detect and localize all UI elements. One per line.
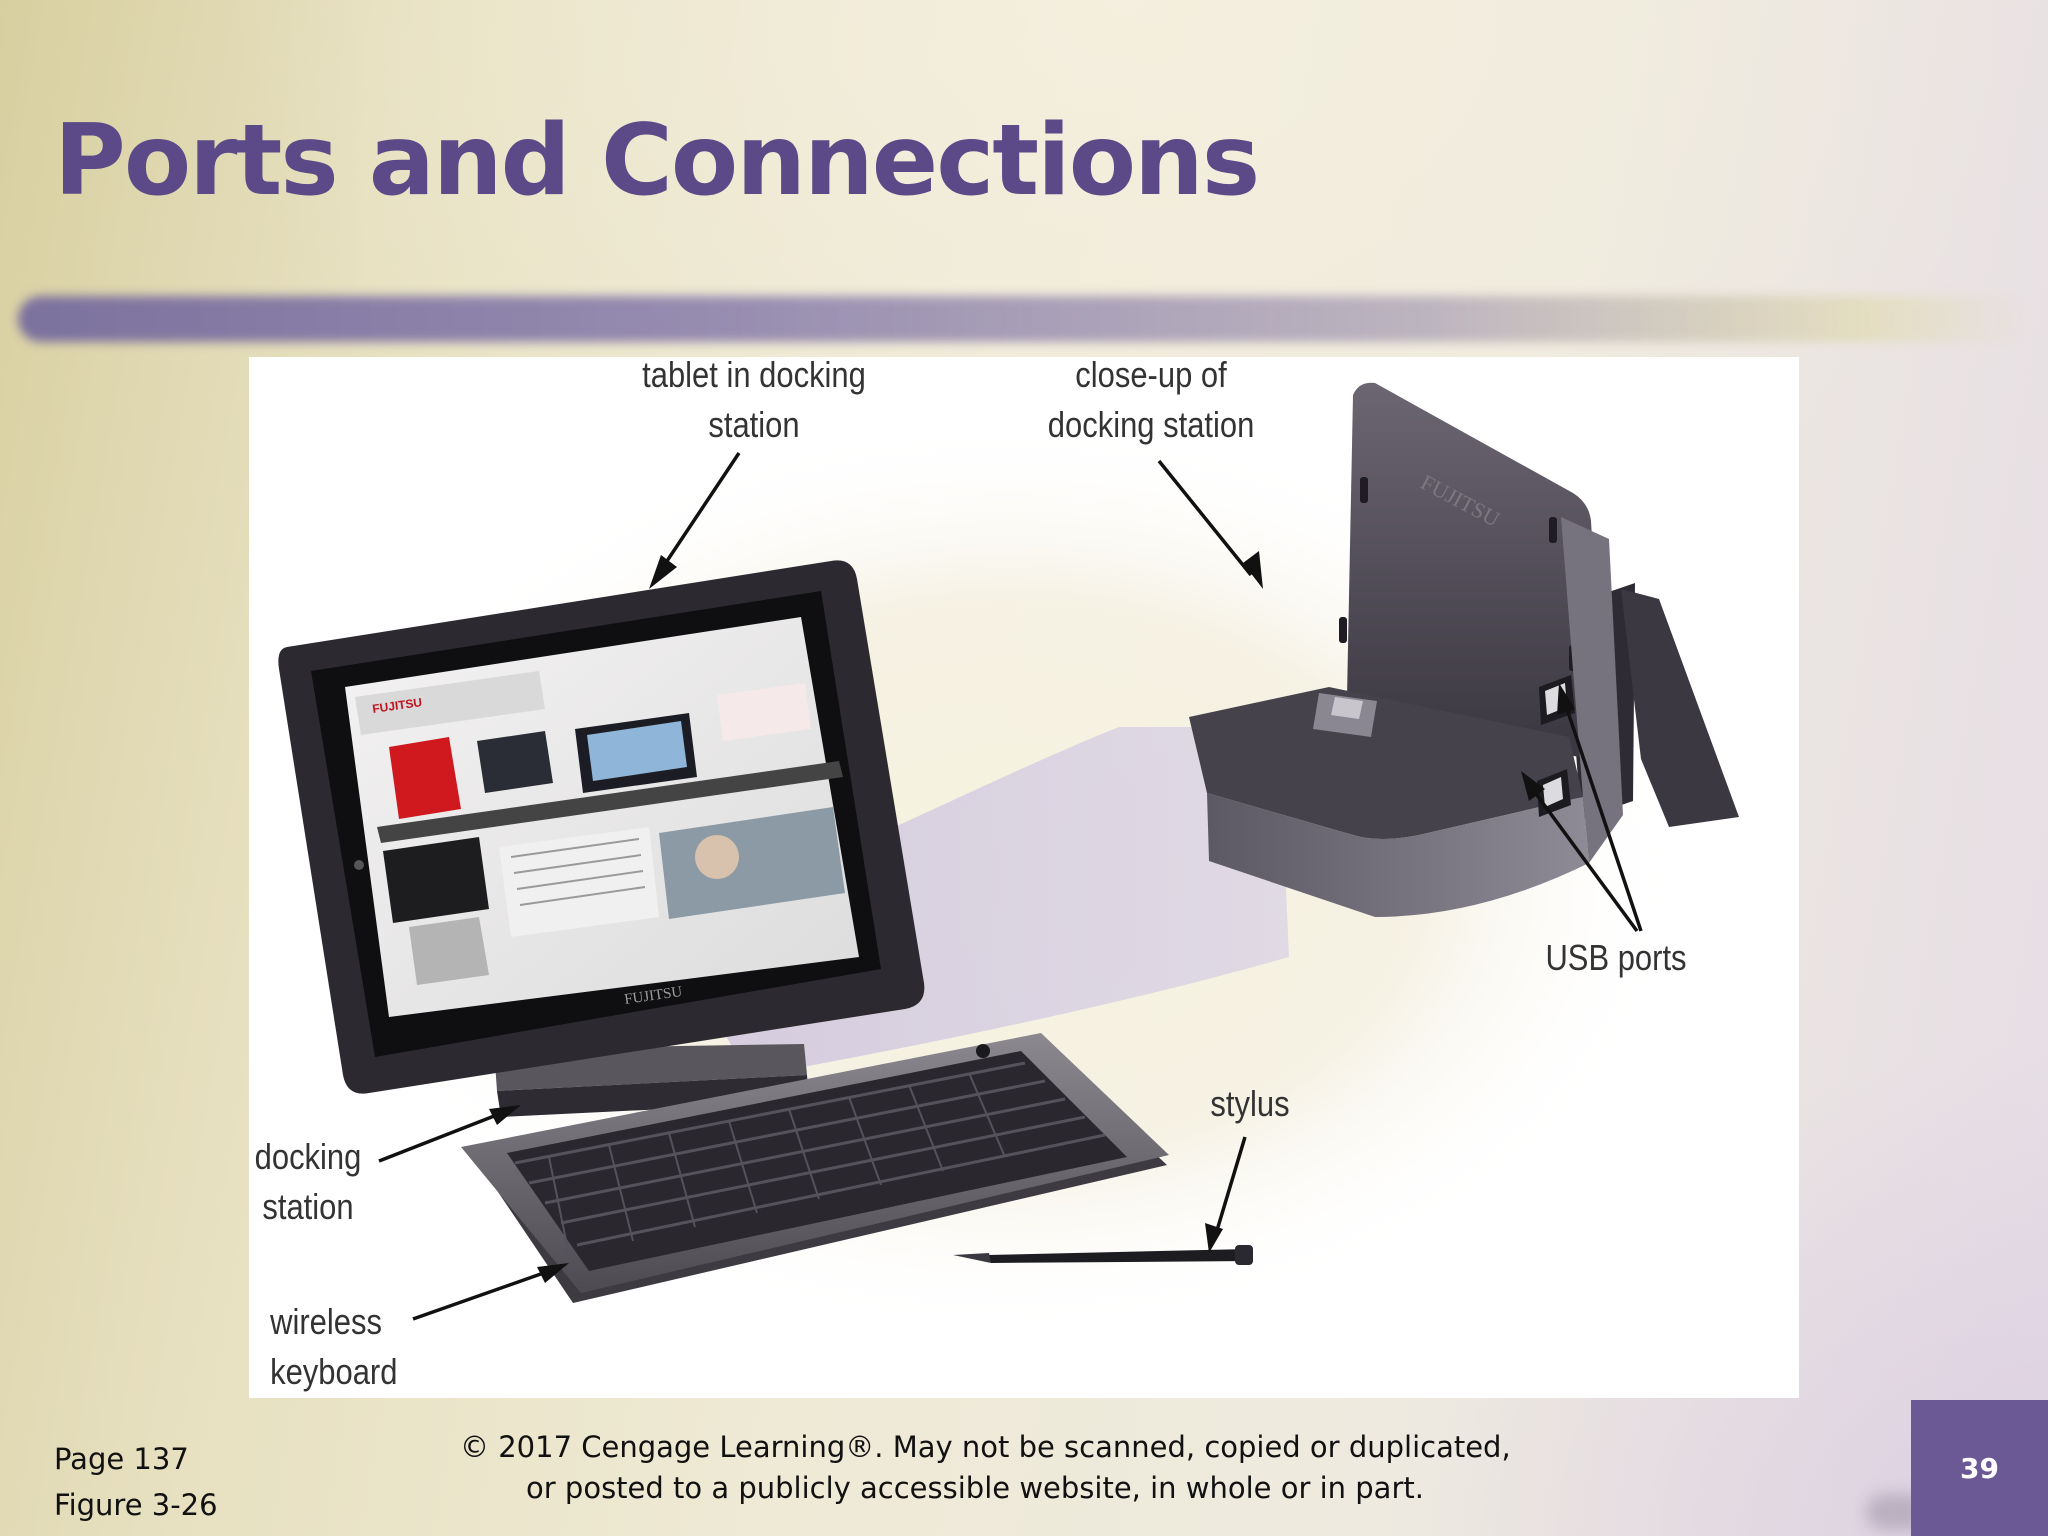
label-tablet-in-docking-station: tablet in docking station — [638, 357, 870, 450]
label-closeup-line-1: close-up of — [1075, 357, 1227, 395]
arrow-usb-lower-head — [1521, 771, 1545, 801]
figure-image: FUJITSU FUJITSU F — [249, 357, 1799, 1398]
wireless-keyboard — [461, 1033, 1169, 1303]
callout-arrows — [378, 452, 1643, 1321]
label-close-up-of-docking-station: close-up of docking station — [1047, 357, 1255, 450]
arrow-keyboard-head — [537, 1263, 569, 1283]
label-tablet-line-2: station — [708, 404, 800, 445]
page-number: 39 — [1960, 1451, 1999, 1485]
arrow-keyboard — [412, 1267, 556, 1321]
slide-title: Ports and Connections — [54, 104, 1260, 218]
label-stylus: stylus — [1203, 1079, 1298, 1129]
label-tablet-line-1: tablet in docking — [642, 357, 866, 395]
label-usb-line-1: USB ports — [1545, 937, 1687, 978]
title-divider — [18, 296, 2028, 342]
stylus — [953, 1245, 1253, 1265]
arrow-usb-lower — [1529, 785, 1639, 933]
arrow-closeup — [1157, 459, 1253, 577]
arrow-tablet-dock — [657, 452, 741, 574]
label-stylus-line-1: stylus — [1210, 1083, 1290, 1124]
arrow-docking-station-head — [489, 1105, 521, 1125]
copyright-line-2: or posted to a publicly accessible websi… — [526, 1471, 1424, 1505]
screen-red-block — [389, 737, 461, 819]
label-docking-line-2: station — [262, 1186, 354, 1227]
page-reference: Page 137 — [54, 1442, 189, 1476]
docking-station-closeup: FUJITSU — [1189, 382, 1739, 917]
arrow-stylus-head — [1205, 1223, 1223, 1253]
arrow-docking-station — [378, 1109, 508, 1163]
arrow-tablet-dock-head — [649, 555, 677, 589]
label-docking-line-1: docking — [254, 1136, 362, 1177]
arrow-usb-upper-head — [1557, 683, 1575, 715]
arrow-usb-upper — [1563, 702, 1643, 932]
label-docking-station: docking station — [252, 1132, 364, 1232]
copyright-line-1: © 2017 Cengage Learning®. May not be sca… — [460, 1430, 1511, 1464]
figure-illustration: FUJITSU FUJITSU F — [278, 382, 1739, 1337]
label-keyboard-line-2: keyboard — [270, 1351, 398, 1392]
page-number-box: 39 — [1911, 1400, 2048, 1536]
label-usb-ports: USB ports — [1543, 933, 1689, 983]
figure-reference: Figure 3-26 — [54, 1488, 218, 1522]
tablet-in-dock: FUJITSU FUJITSU — [278, 560, 925, 1117]
arrow-stylus — [1213, 1136, 1247, 1238]
arrow-closeup-head — [1243, 551, 1263, 589]
label-keyboard-line-1: wireless — [270, 1301, 382, 1342]
screen-logo: FUJITSU — [371, 695, 422, 716]
label-closeup-line-2: docking station — [1047, 404, 1255, 445]
label-wireless-keyboard: wireless keyboard — [270, 1297, 398, 1397]
